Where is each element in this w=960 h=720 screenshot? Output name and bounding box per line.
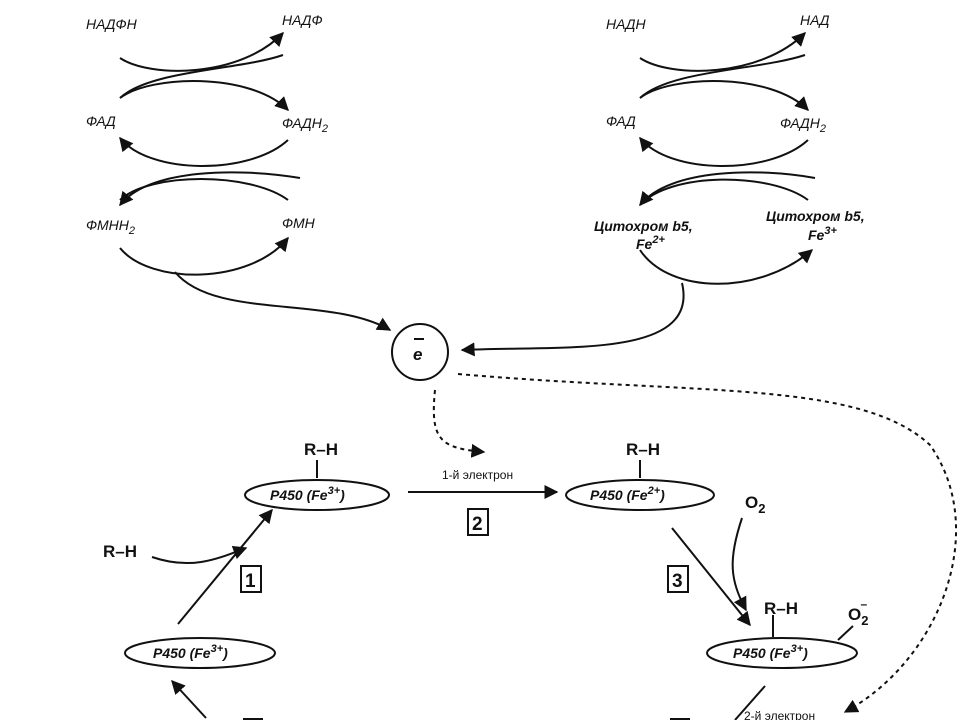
o2-base: O bbox=[745, 493, 758, 512]
label-cyt-reduced-line2: Fe2+ bbox=[636, 234, 665, 252]
arc-fad-to-fadh2 bbox=[119, 80, 289, 111]
label-fadh2-left-base: ФАДН bbox=[282, 115, 323, 131]
p450-label-a-sup: 3+ bbox=[328, 485, 341, 497]
dashed-second-electron-path bbox=[457, 373, 957, 713]
o2-minus-label: O2 – bbox=[848, 597, 868, 628]
p450-cycle: R–H P450 (Fe3+) 1-й электрон 2 R–H P450 … bbox=[103, 440, 868, 720]
label-cyt-oxidized-line1: Цитохром b5, bbox=[766, 208, 865, 224]
p450-label-d-close: ) bbox=[221, 645, 228, 661]
electron-circle bbox=[391, 323, 449, 381]
label-fad-right: ФАД bbox=[606, 113, 636, 129]
label-fmnh2-sub: 2 bbox=[128, 225, 135, 237]
arc-fadh2-back-to-fad bbox=[119, 136, 289, 167]
o2-minus-sup: – bbox=[860, 597, 867, 611]
arrow-step-3 bbox=[671, 527, 751, 627]
arrow-step-1 bbox=[177, 508, 273, 625]
p450-oval-c bbox=[706, 637, 858, 669]
arc-to-electron-right bbox=[460, 282, 685, 357]
arc-to-electron-left bbox=[174, 271, 392, 331]
dashed-first-electron-path bbox=[432, 389, 486, 458]
step-3-label: 3 bbox=[672, 571, 683, 592]
arc-fad-loop-1 bbox=[119, 54, 284, 99]
label-cyt-oxidized-sup: 3+ bbox=[824, 225, 837, 237]
electron-label: e bbox=[413, 345, 422, 364]
label-cyt-reduced-line1: Цитохром b5, bbox=[594, 218, 693, 234]
o2-minus-sub: 2 bbox=[861, 613, 868, 628]
second-electron-label: 2-й электрон bbox=[744, 709, 815, 720]
arc-fmnh2-to-fmn bbox=[119, 236, 289, 276]
p450-label-a-close: ) bbox=[338, 487, 345, 503]
label-fmnh2-base: ФМНН bbox=[86, 217, 130, 233]
label-cyt-reduced-sup: 2+ bbox=[651, 234, 665, 246]
arc-cyt-to-oxidized bbox=[639, 249, 814, 285]
p450-label-c-sup: 3+ bbox=[791, 643, 804, 655]
step-3-box bbox=[667, 565, 689, 593]
step-2-box bbox=[467, 508, 489, 536]
label-fadh2-left-sub: 2 bbox=[321, 123, 328, 135]
p450-label-c-base: P450 (Fe bbox=[733, 645, 791, 661]
p450-oval-d bbox=[124, 637, 276, 669]
label-nad: НАД bbox=[800, 12, 830, 28]
label-cyt-reduced-fe: Fe bbox=[636, 236, 653, 252]
arrow-return bbox=[171, 679, 207, 719]
arrow-o2-in bbox=[731, 517, 747, 612]
label-nadph: НАДФН bbox=[86, 16, 138, 32]
o2-minus-stem bbox=[837, 625, 854, 641]
step-2-label: 2 bbox=[472, 514, 483, 535]
label-fmnh2: ФМНН2 bbox=[86, 217, 135, 237]
label-fadh2-right: ФАДН2 bbox=[780, 115, 826, 135]
rh-label-a: R–H bbox=[304, 440, 338, 459]
label-fadh2-right-sub: 2 bbox=[819, 123, 826, 135]
p450-label-b: P450 (Fe2+) bbox=[590, 485, 665, 503]
electron-node: e bbox=[391, 323, 449, 381]
arc-fmn-to-fmnh2 bbox=[119, 171, 301, 207]
o2-sub: 2 bbox=[758, 501, 765, 516]
rh-label-input: R–H bbox=[103, 542, 137, 561]
right-electron-chain: НАДН НАД ФАД ФАДН2 Цитохром b5, Fe2+ Цит… bbox=[460, 12, 865, 357]
arc-fadh2-back-right bbox=[639, 136, 809, 167]
label-fad-left: ФАД bbox=[86, 113, 116, 129]
p450-label-c-close: ) bbox=[801, 645, 808, 661]
arc-fad-to-fadh2-right bbox=[639, 80, 809, 111]
p450-label-d: P450 (Fe3+) bbox=[153, 643, 228, 661]
p450-label-a: P450 (Fe3+) bbox=[270, 485, 345, 503]
arrow-rh-input bbox=[151, 546, 248, 565]
p450-label-d-sup: 3+ bbox=[211, 643, 224, 655]
o2-label: O2 bbox=[745, 493, 765, 516]
arrow-step-4 bbox=[734, 685, 766, 720]
left-electron-chain: НАДФН НАДФ ФАД ФАДН2 ФМНН2 ФМН bbox=[86, 12, 392, 331]
p450-label-b-base: P450 (Fe bbox=[590, 487, 648, 503]
rh-label-c: R–H bbox=[764, 599, 798, 618]
first-electron-label: 1-й электрон bbox=[442, 468, 513, 482]
p450-label-b-close: ) bbox=[658, 487, 665, 503]
label-nadh: НАДН bbox=[606, 16, 646, 32]
step-1-label: 1 bbox=[245, 571, 256, 592]
p450-label-a-base: P450 (Fe bbox=[270, 487, 328, 503]
label-fadh2-left: ФАДН2 bbox=[282, 115, 328, 135]
arc-nadh-to-nad bbox=[639, 32, 806, 72]
p450-label-d-base: P450 (Fe bbox=[153, 645, 211, 661]
arc-cyt-to-cyt-reduced bbox=[639, 171, 816, 207]
arc-loop-2 bbox=[119, 178, 289, 201]
p450-oval-b bbox=[565, 479, 715, 511]
label-cyt-oxidized-line2: Fe3+ bbox=[808, 225, 837, 243]
p450-label-b-sup: 2+ bbox=[647, 485, 661, 497]
step-1-box bbox=[240, 565, 262, 593]
rh-label-b: R–H bbox=[626, 440, 660, 459]
p450-oval-a bbox=[244, 479, 390, 511]
arc-loop-2-right bbox=[639, 178, 809, 206]
label-nadp: НАДФ bbox=[282, 12, 323, 28]
p450-label-c: P450 (Fe3+) bbox=[733, 643, 808, 661]
o2-minus-base: O bbox=[848, 605, 861, 624]
label-fmn: ФМН bbox=[282, 215, 316, 231]
label-fadh2-right-base: ФАДН bbox=[780, 115, 821, 131]
arc-fad-loop-right bbox=[639, 54, 806, 99]
label-cyt-oxidized-fe: Fe bbox=[808, 227, 825, 243]
arc-nadph-to-nadp bbox=[119, 31, 284, 72]
